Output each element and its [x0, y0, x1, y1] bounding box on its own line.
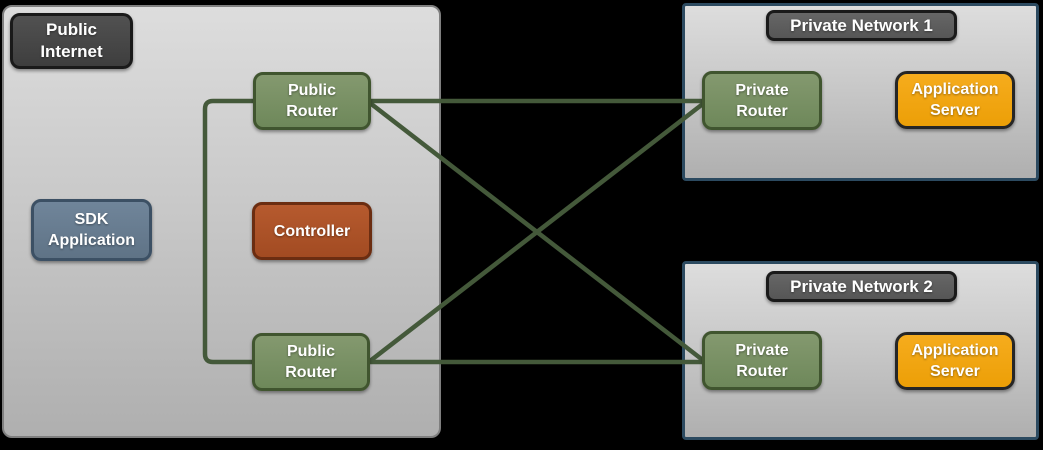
private-router-2-label: Private Router [735, 341, 789, 380]
private-router-1-label: Private Router [735, 81, 789, 120]
application-server-1-label: Application Server [911, 81, 999, 119]
application-server-2-label: Application Server [911, 342, 999, 380]
public-internet-title-label: Public Internet [40, 20, 103, 61]
application-server-1: Application Server [895, 71, 1015, 129]
public-router-top: Public Router [253, 72, 371, 130]
controller: Controller [252, 202, 372, 260]
private-router-1: Private Router [702, 71, 822, 130]
sdk-application: SDK Application [31, 199, 152, 261]
private-network-2-title-label: Private Network 2 [790, 276, 933, 296]
application-server-2: Application Server [895, 332, 1015, 390]
private-network-1-title-label: Private Network 1 [790, 15, 933, 35]
public-router-top-label: Public Router [286, 82, 338, 120]
public-router-bottom: Public Router [252, 333, 370, 391]
sdk-application-label: SDK Application [47, 211, 136, 249]
private-network-2-title: Private Network 2 [766, 271, 957, 302]
controller-label: Controller [273, 222, 351, 240]
private-router-2: Private Router [702, 331, 822, 390]
public-router-bottom-label: Public Router [285, 343, 337, 381]
public-internet-title: Public Internet [10, 13, 133, 69]
private-network-1-title: Private Network 1 [766, 10, 957, 41]
